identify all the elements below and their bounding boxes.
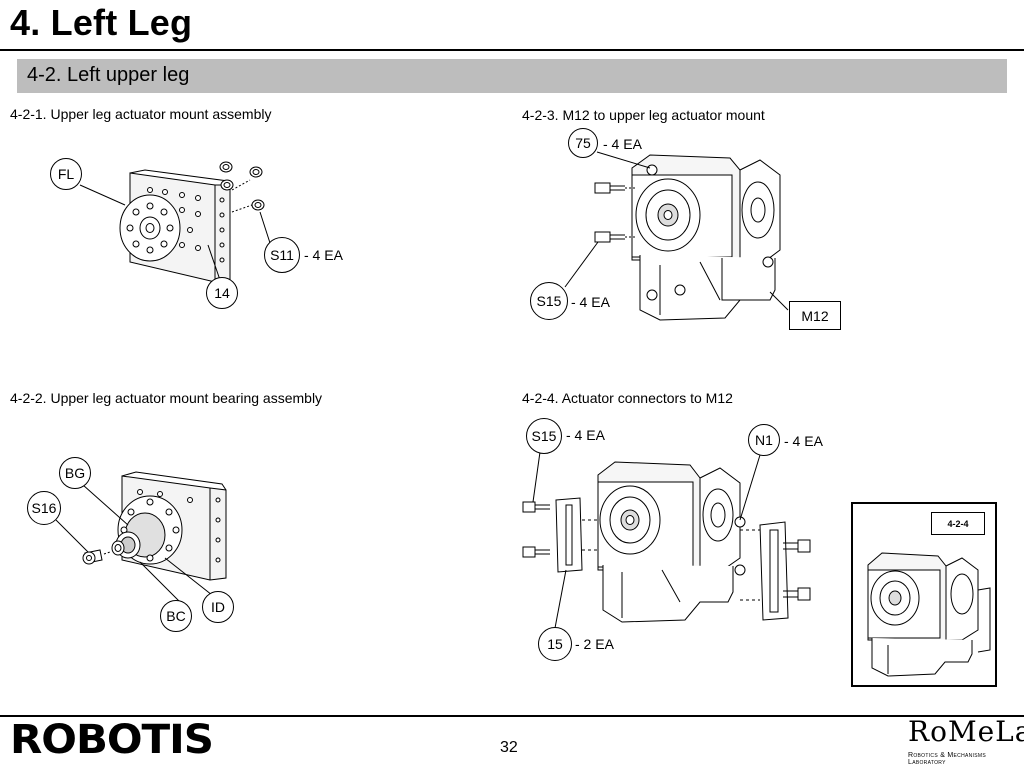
callout-n1: N1 — [748, 424, 780, 456]
inset-completed-view — [851, 502, 997, 687]
qty-n1: - 4 EA — [784, 433, 823, 449]
qty-15: - 2 EA — [575, 636, 614, 652]
callout-15: 15 — [538, 627, 572, 661]
step-4-2-4-title: 4-2-4. Actuator connectors to M12 — [522, 390, 733, 406]
section-title: 4-2. Left upper leg — [27, 64, 190, 86]
qty-s15: - 4 EA — [571, 294, 610, 310]
qty-75: - 4 EA — [603, 136, 642, 152]
callout-s16: S16 — [27, 491, 61, 525]
callout-bc: BC — [160, 600, 192, 632]
robotis-logo: ROBOTIS — [10, 717, 214, 763]
romela-logo: RoMeLa — [908, 715, 1024, 748]
inset-label: 4-2-4 — [931, 512, 985, 535]
part-label-m12: M12 — [789, 301, 841, 330]
callout-14: 14 — [206, 277, 238, 309]
callout-s11: S11 — [264, 237, 300, 273]
step-4-2-2-title: 4-2-2. Upper leg actuator mount bearing … — [10, 390, 323, 406]
callout-75: 75 — [568, 128, 598, 158]
callout-s15: S15 — [530, 282, 568, 320]
romela-logo-subtitle: Robotics & Mechanisms Laboratory — [908, 752, 986, 766]
footer-divider — [0, 715, 1024, 717]
callout-s15-b: S15 — [526, 418, 562, 454]
qty-s15-b: - 4 EA — [566, 427, 605, 443]
page-number: 32 — [500, 739, 518, 756]
page-title: 4. Left Leg — [10, 2, 193, 43]
step-4-2-1-title: 4-2-1. Upper leg actuator mount assembly — [10, 106, 272, 122]
callout-id: ID — [202, 591, 234, 623]
title-divider — [0, 49, 1024, 51]
qty-s11: - 4 EA — [304, 247, 343, 263]
callout-bg: BG — [59, 457, 91, 489]
section-bar — [17, 59, 1007, 93]
step-4-2-3-title: 4-2-3. M12 to upper leg actuator mount — [522, 107, 765, 123]
callout-fl: FL — [50, 158, 82, 190]
